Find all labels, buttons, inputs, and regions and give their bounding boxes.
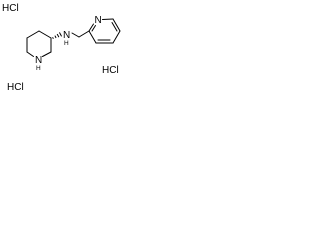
hash-mark: [59, 32, 62, 37]
piperidine-bond: [38, 30, 52, 39]
amine-n-label: N: [63, 30, 70, 41]
hcl-label-right: HCl: [102, 65, 119, 76]
piperidine-bond: [42, 51, 52, 57]
hash-mark: [54, 35, 57, 39]
ring-h-label: H: [36, 65, 41, 72]
pyridine-bond: [112, 18, 121, 32]
pyridine-n-label: N: [95, 15, 102, 26]
hcl-label-top-left: HCl: [2, 3, 19, 14]
pyridine-bond: [112, 30, 121, 44]
amine-ch2-bond: [71, 32, 80, 38]
pyridine-double-bond: [91, 25, 96, 32]
pyridine-bond: [88, 23, 94, 32]
ch2-pyridine-bond: [78, 30, 90, 38]
amine-h-label: H: [64, 40, 69, 47]
pyridine-ring: [88, 18, 121, 44]
piperidine-bond: [26, 51, 34, 57]
piperidine-ring: [26, 30, 52, 57]
chemical-structure: HCl HCl HCl N H N H N: [2, 3, 121, 93]
hcl-label-bottom-left: HCl: [7, 82, 24, 93]
pyridine-bond: [88, 30, 97, 44]
pyridine-bond: [102, 18, 114, 20]
piperidine-bond: [26, 30, 40, 39]
stereo-hashed-bond: [52, 32, 62, 39]
hash-mark: [56, 33, 60, 38]
pyridine-double-bond: [111, 22, 118, 32]
ring-n-label: N: [35, 55, 42, 66]
